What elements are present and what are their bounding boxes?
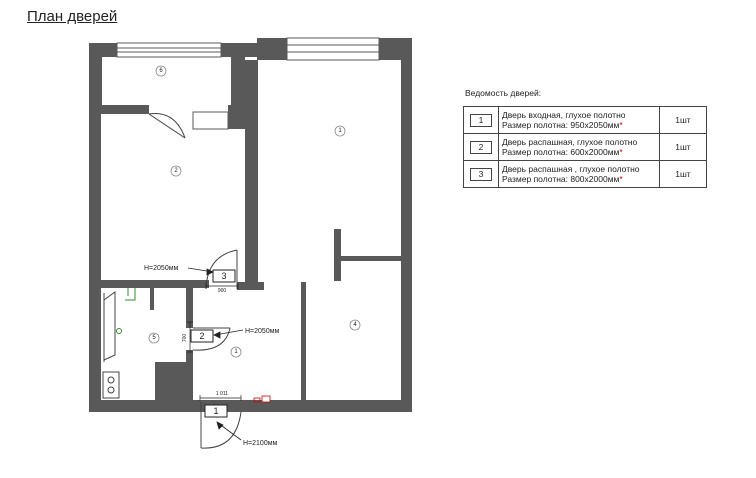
required-mark: *	[619, 147, 623, 157]
window-room1	[286, 37, 380, 61]
door-3-swing	[205, 249, 238, 290]
height-label-door-2: H=2050мм	[245, 328, 280, 335]
room-marker-6	[155, 65, 167, 77]
height-label-door-1: H=2100мм	[243, 440, 278, 447]
room-marker-2	[170, 165, 182, 177]
room-number: 2	[174, 168, 178, 174]
door-description: Дверь распашная , глухое полотно	[502, 164, 640, 174]
door-tag-3	[212, 269, 236, 283]
leader-lines	[187, 267, 244, 441]
window-balcony	[116, 42, 222, 58]
door-size: Размер полотна: 600x2000мм	[502, 147, 620, 157]
door-1-swing	[200, 402, 242, 449]
wall-south	[89, 400, 412, 412]
room-number: 1	[338, 128, 342, 134]
required-mark: *	[619, 174, 623, 184]
room-number: 4	[353, 322, 357, 328]
door-quantity: 1шт	[659, 106, 707, 134]
wall-balcony-bottom-left	[89, 105, 149, 114]
balcony-door	[148, 113, 186, 139]
door-schedule: Ведомость дверей: 1 Дверь входная, глухо…	[463, 88, 707, 188]
dimension-label: 700	[182, 334, 188, 343]
room-numbers: 6 1 2 4 5 1	[152, 68, 357, 355]
door-tag-3-label: 3	[221, 271, 226, 281]
window-loggia	[192, 111, 229, 130]
wall-hall-top	[237, 282, 264, 290]
wall-bath-stub	[150, 288, 154, 310]
wall-room4-west	[301, 282, 306, 400]
bath-fixtures	[102, 291, 120, 399]
door-description: Дверь входная, глухое полотно	[502, 110, 626, 120]
bath-shaft	[155, 362, 193, 400]
room-number: 1	[234, 349, 238, 355]
wall-balcony-east	[231, 57, 245, 114]
door-tag-1	[204, 404, 228, 418]
wall-room4-top	[334, 256, 402, 261]
wall-ne-corner	[379, 38, 412, 60]
room-marker-5	[148, 332, 160, 344]
dimension-label: 900	[218, 288, 227, 294]
door-schedule-title: Ведомость дверей:	[465, 88, 542, 98]
room-number: 6	[159, 68, 163, 74]
wall-partition-vertical	[245, 60, 258, 282]
door-tags: 3 2 1	[190, 269, 236, 418]
wall-balcony-west	[89, 43, 102, 113]
door-number: 1	[470, 113, 492, 127]
dimension-lines	[187, 283, 242, 401]
door-tag-1-label: 1	[213, 406, 218, 416]
door-quantity: 1шт	[659, 160, 707, 188]
dimension-labels: 900 700 1 011	[182, 288, 228, 397]
page-title: План дверей	[27, 8, 118, 25]
height-label-door-3: H=2050мм	[144, 265, 179, 272]
door-tag-2	[190, 329, 214, 343]
windows	[116, 37, 380, 130]
wall-east	[401, 60, 412, 412]
wall-top-step	[257, 38, 287, 60]
room-marker-1b	[230, 346, 242, 358]
required-mark: *	[619, 120, 623, 130]
wall-room4-partition	[334, 229, 341, 281]
door-number: 2	[470, 140, 492, 154]
wall-top-mid	[221, 43, 257, 57]
wall-west	[89, 43, 101, 412]
electric-panel	[253, 395, 271, 403]
door-number: 3	[470, 167, 492, 181]
door-2-swing	[192, 327, 231, 351]
room-marker-4	[349, 319, 361, 331]
room-markers	[148, 65, 361, 358]
door-quantity: 1шт	[659, 133, 707, 161]
room-marker-1	[334, 125, 346, 137]
heating-riser	[116, 288, 136, 334]
wall-bath-east	[186, 288, 193, 328]
door-size: Размер полотна: 950x2050мм	[502, 120, 620, 130]
door-tag-2-label: 2	[199, 331, 204, 341]
door-description: Дверь распашная, глухое полотно	[502, 137, 638, 147]
door-size: Размер полотна: 800x2000мм	[502, 174, 620, 184]
walls	[89, 38, 412, 412]
wall-room2-bottom	[89, 280, 209, 288]
height-labels: H=2050мм H=2050мм H=2100мм	[144, 265, 280, 447]
dimension-label: 1 011	[216, 391, 228, 397]
room-number: 5	[152, 335, 156, 341]
